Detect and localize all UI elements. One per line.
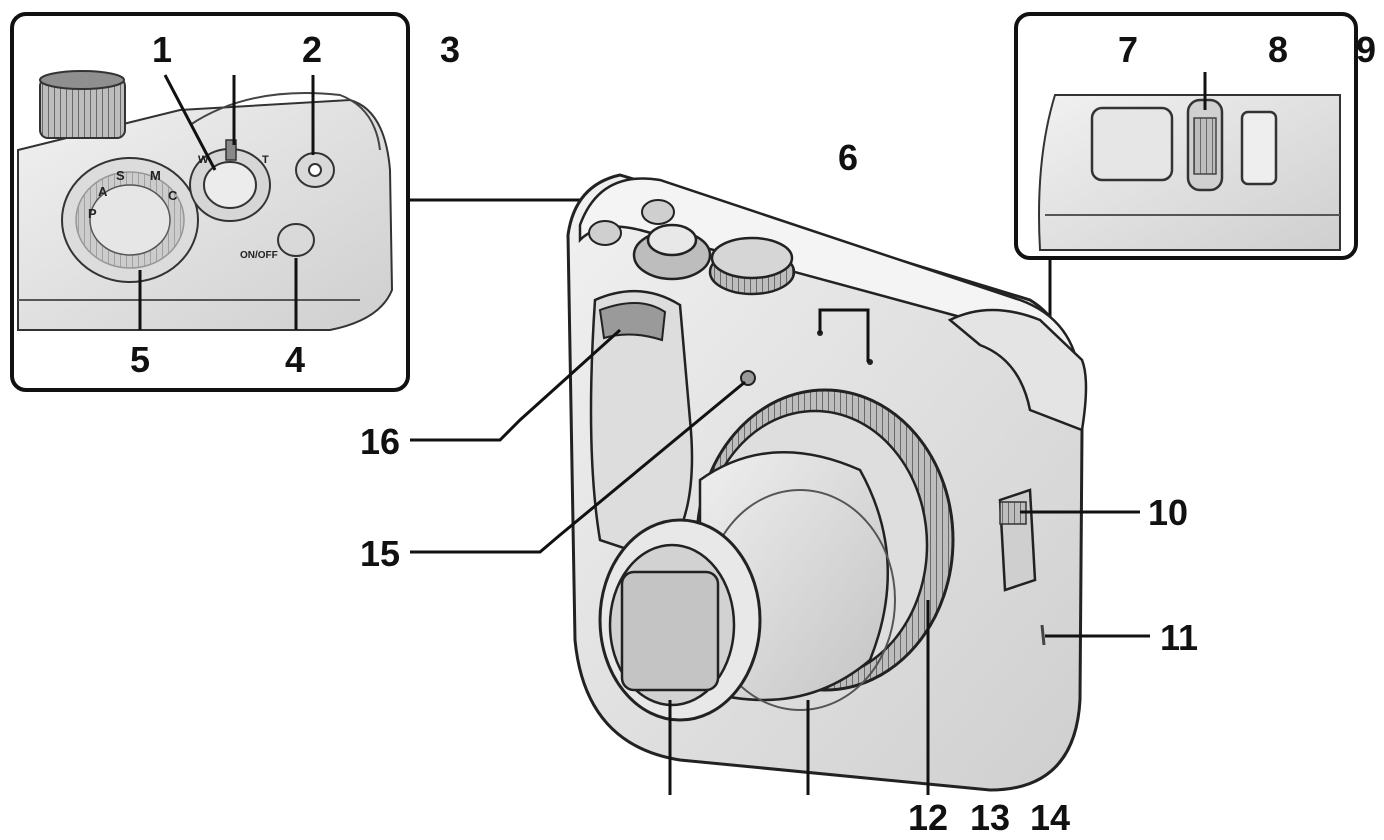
diopter-dial	[1186, 98, 1224, 192]
eye-sensor	[1240, 110, 1278, 186]
callout-4: 4	[285, 339, 305, 380]
leader-16	[410, 328, 622, 442]
callout-6: 6	[838, 137, 858, 178]
callout-12: 12	[908, 797, 948, 838]
lens-barrier	[620, 570, 720, 692]
callout-2: 2	[302, 29, 322, 70]
movie-button	[295, 152, 335, 188]
callout-11: 11	[1160, 617, 1198, 658]
side-view-inset	[1014, 12, 1358, 260]
mode-letter-s: S	[116, 168, 125, 183]
callout-1: 1	[152, 29, 172, 70]
mode-dial: M C S A P	[61, 157, 199, 283]
callout-8: 8	[1268, 29, 1288, 70]
main-shutter-assembly	[632, 223, 712, 281]
zoom-lever-tab	[225, 139, 237, 161]
top-plate-edge	[189, 92, 381, 151]
callout-7: 7	[1118, 29, 1138, 70]
mode-letter-p: P	[88, 206, 97, 221]
top-view-inset: M C S A P W T ON/OFF	[10, 12, 410, 392]
main-mode-dial	[708, 236, 796, 296]
callout-numbers: 1 2 3 4 5 6 7 8 9 10 11 12 13 14 15 16	[130, 29, 1376, 838]
mode-letter-c: C	[168, 188, 178, 203]
speaker-window	[1090, 106, 1174, 182]
leader-6	[818, 308, 870, 362]
control-dial-top	[39, 70, 126, 139]
main-power-button	[588, 220, 622, 246]
zoom-lever-and-shutter: W T	[189, 139, 271, 222]
leader-1	[163, 74, 217, 171]
callout-14: 14	[1030, 797, 1070, 838]
callout-16: 16	[360, 421, 400, 462]
power-button-label: ON/OFF	[240, 250, 278, 261]
flash-window	[598, 301, 667, 342]
callout-9: 9	[1356, 29, 1376, 70]
zoom-wide-label: W	[198, 154, 209, 166]
mode-letter-a: A	[98, 184, 108, 199]
callout-13: 13	[970, 797, 1010, 838]
callout-15: 15	[360, 533, 400, 574]
camera-main	[566, 173, 1088, 792]
main-movie-button	[641, 199, 675, 225]
speaker-slot	[1040, 624, 1046, 646]
power-button: ON/OFF	[240, 223, 315, 261]
zoom-tele-label: T	[262, 154, 269, 166]
callout-3: 3	[440, 29, 460, 70]
mode-letter-m: M	[150, 168, 161, 183]
leader-15	[410, 380, 746, 554]
viewfinder-hump	[947, 308, 1088, 432]
callout-10: 10	[1148, 492, 1188, 533]
main-leader-lines	[410, 308, 1150, 795]
callout-5: 5	[130, 339, 150, 380]
